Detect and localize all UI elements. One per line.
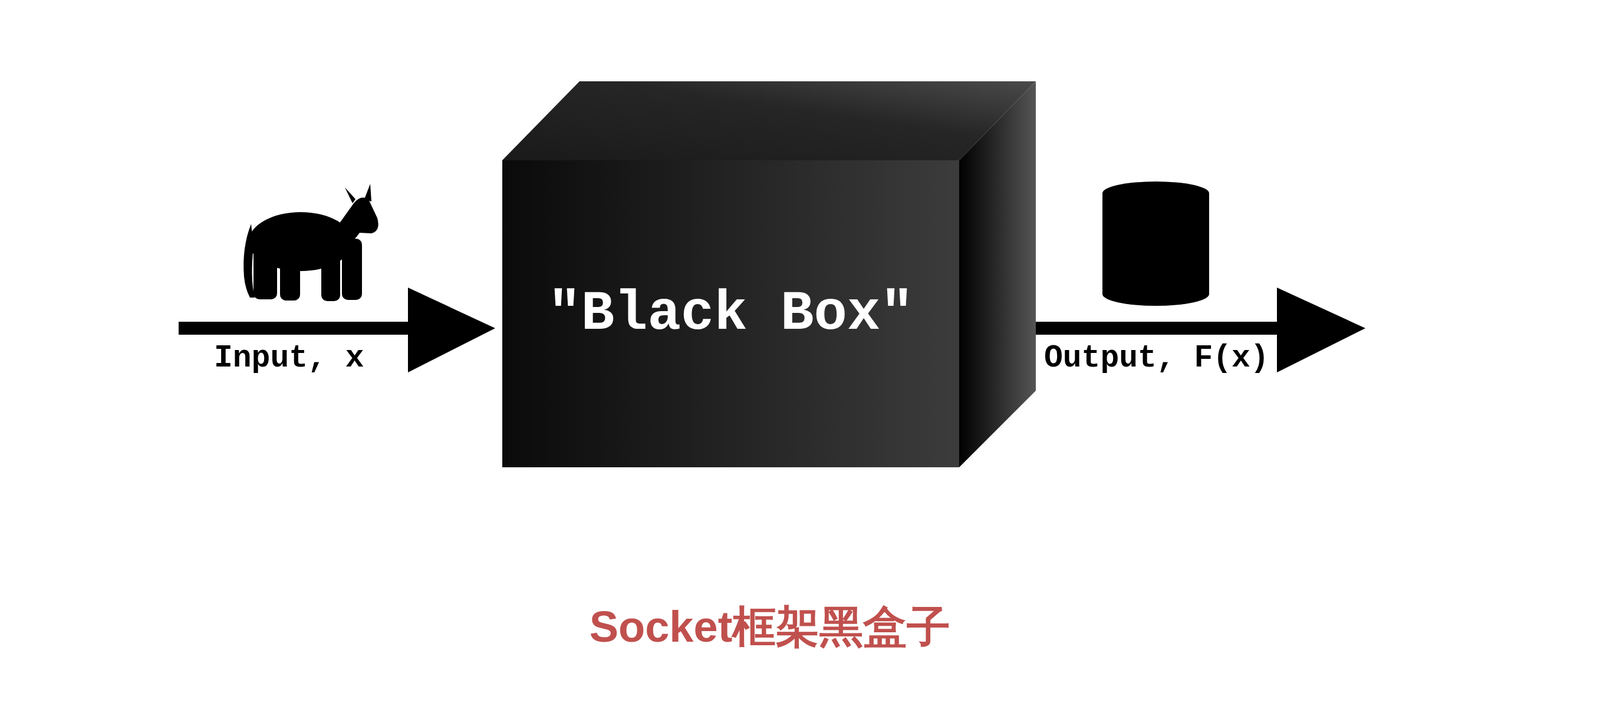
input-label: Input, x — [214, 340, 364, 377]
black-box: "Black Box" — [502, 160, 960, 468]
caption: Socket框架黑盒子 — [589, 598, 951, 658]
cow-icon — [243, 183, 378, 302]
box-title: "Black Box" — [547, 282, 914, 346]
output-label: Output, F(x) — [1044, 340, 1270, 377]
box-faces — [502, 81, 1036, 468]
cylinder-icon — [1102, 181, 1210, 306]
